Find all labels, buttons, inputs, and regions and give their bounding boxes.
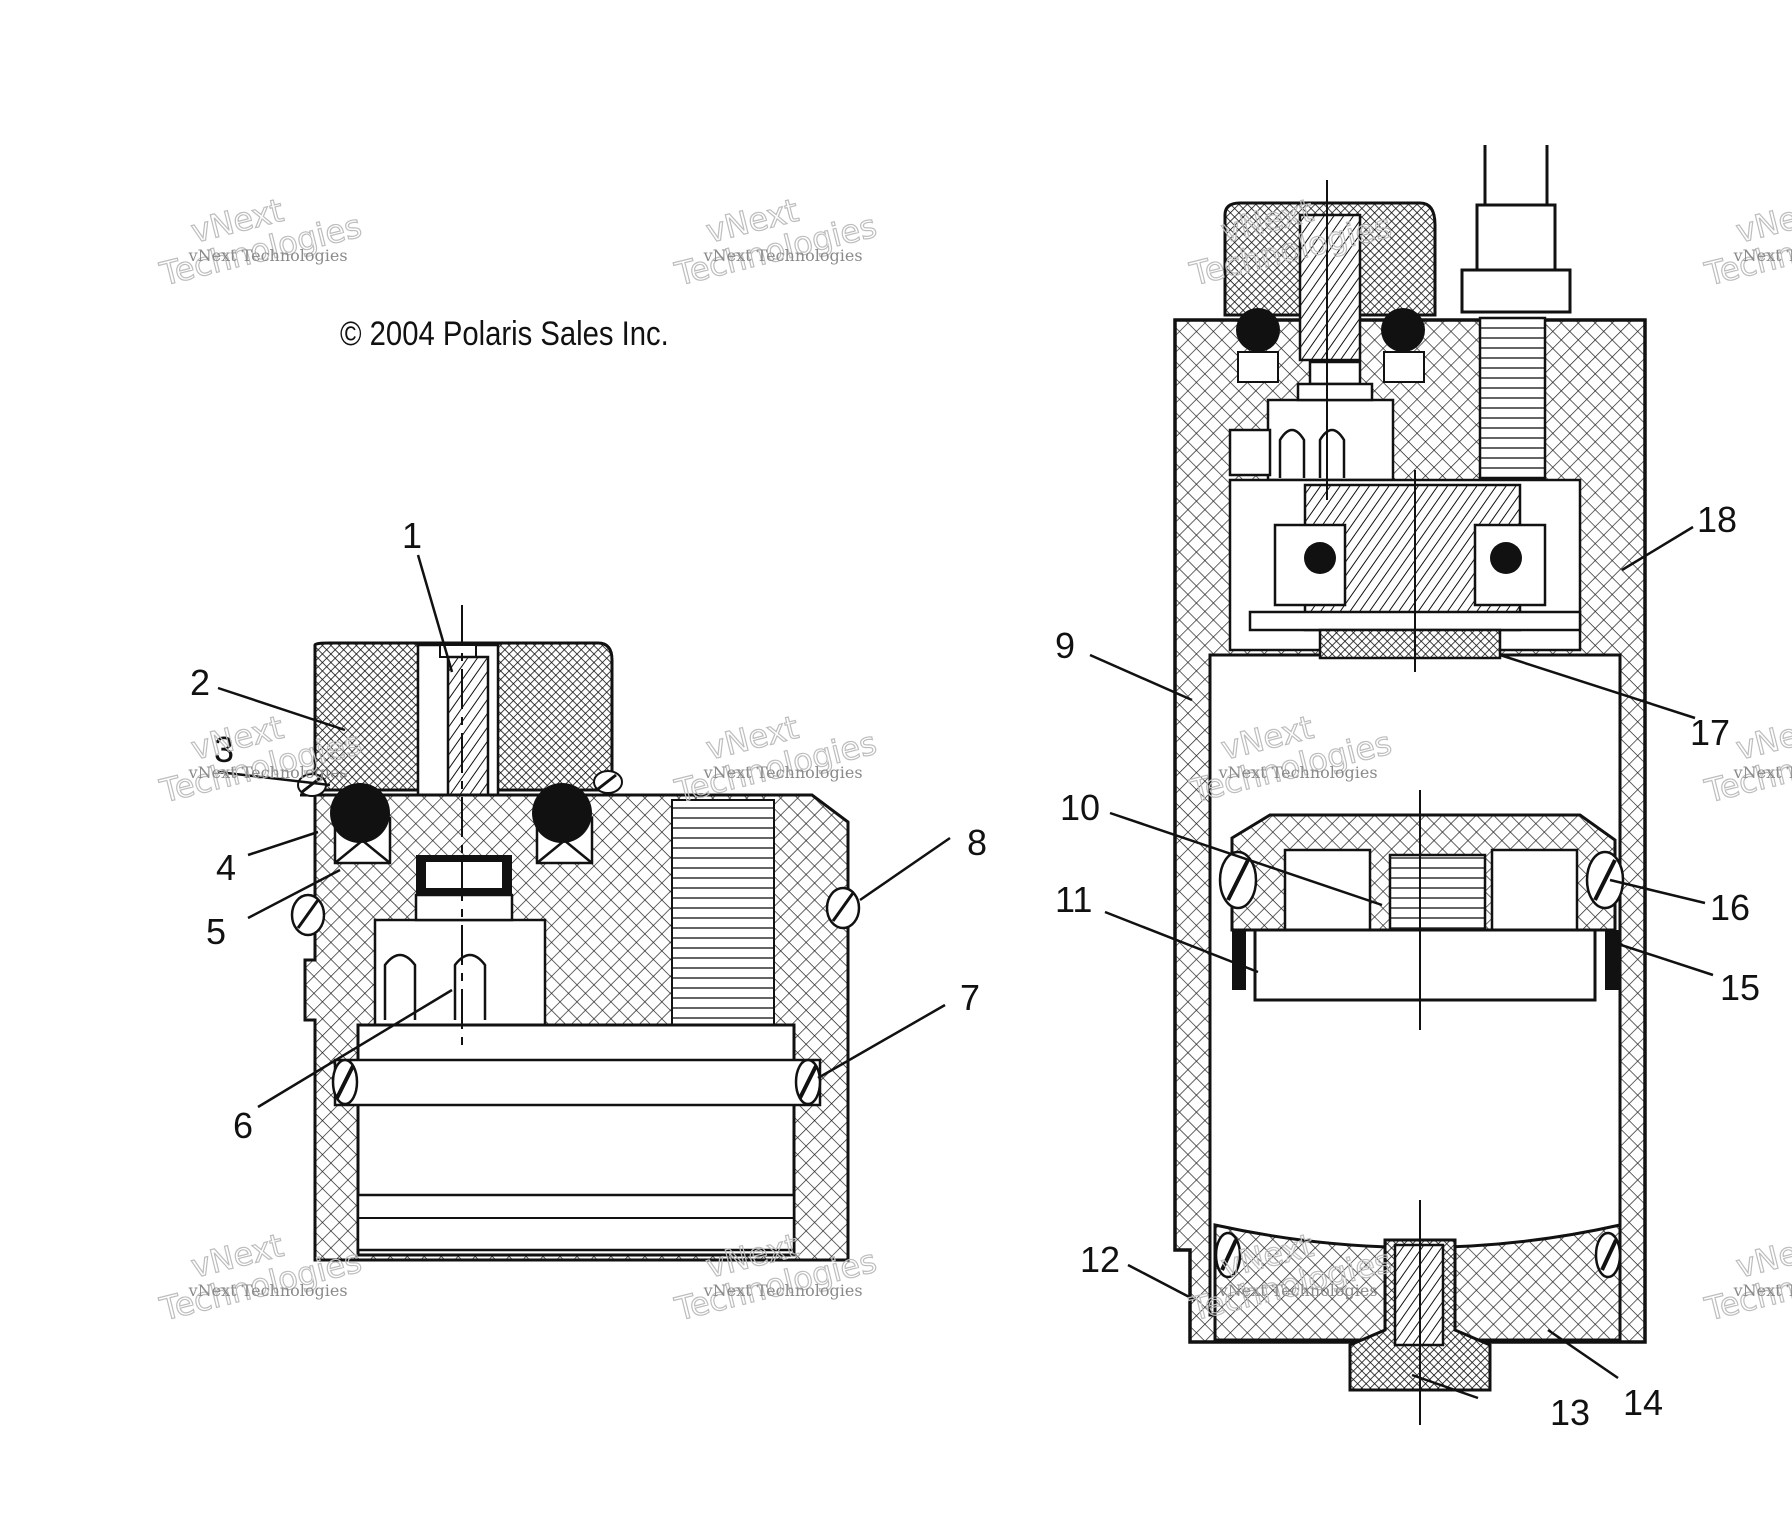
- watermark-2: vNext Technologies vNext Technologies: [670, 191, 881, 295]
- svg-text:vNext Technologies: vNext Technologies: [1218, 1281, 1378, 1300]
- svg-text:vNext Technologies: vNext Technologies: [188, 763, 348, 782]
- right-threaded-port: [1478, 316, 1547, 480]
- callout-6: 6: [233, 1105, 253, 1146]
- svg-text:vNext Technologies: vNext Technologies: [1218, 763, 1378, 782]
- callout-13: 13: [1550, 1392, 1590, 1433]
- callout-18: 18: [1697, 499, 1737, 540]
- watermark-5: vNext Technologies vNext Technologies: [155, 708, 366, 812]
- o-ring-left: [330, 783, 390, 843]
- svg-text:vNext Technologies: vNext Technologies: [188, 1281, 348, 1300]
- callout-15: 15: [1720, 967, 1760, 1008]
- right-assembly: [1173, 145, 1647, 1425]
- bearing-ball-right: [1490, 542, 1522, 574]
- leader-lines: [217, 525, 1714, 1400]
- callout-numbers: 1 2 3 4 5 6 7 8 9 10 11 12 13 14 15 16 1…: [190, 499, 1760, 1433]
- callout-16: 16: [1710, 887, 1750, 928]
- svg-text:vNext Technologies: vNext Technologies: [188, 246, 348, 265]
- callout-2: 2: [190, 662, 210, 703]
- callout-7: 7: [960, 977, 980, 1018]
- center-screw: [446, 655, 490, 799]
- callout-4: 4: [216, 847, 236, 888]
- watermark-4: vNext Technologies vNext Technologies: [1700, 191, 1792, 295]
- callout-17: 17: [1690, 712, 1730, 753]
- callout-14: 14: [1623, 1382, 1663, 1423]
- callout-9: 9: [1055, 625, 1075, 666]
- svg-text:vNext Technologies: vNext Technologies: [703, 1281, 863, 1300]
- watermark-12: vNext Technologies vNext Technologies: [1700, 1226, 1792, 1330]
- callout-11: 11: [1055, 879, 1092, 920]
- svg-text:vNext Technologies: vNext Technologies: [703, 246, 863, 265]
- svg-text:vNext Technologies: vNext Technologies: [1733, 763, 1792, 782]
- threaded-port: [671, 799, 775, 1026]
- callout-8: 8: [967, 822, 987, 863]
- left-assembly: [290, 605, 861, 1262]
- svg-text:vNext Technologies: vNext Technologies: [1733, 1281, 1792, 1300]
- copyright-text: © 2004 Polaris Sales Inc.: [340, 315, 669, 353]
- callout-5: 5: [206, 911, 226, 952]
- bearing-ball-left: [1304, 542, 1336, 574]
- callout-10: 10: [1060, 787, 1100, 828]
- watermark-1: vNext Technologies vNext Technologies: [155, 191, 366, 295]
- callout-12: 12: [1080, 1239, 1120, 1280]
- svg-text:vNext Technologies: vNext Technologies: [703, 763, 863, 782]
- o-ring-right: [532, 783, 592, 843]
- callout-1: 1: [402, 515, 422, 556]
- svg-text:vNext Technologies: vNext Technologies: [1733, 246, 1792, 265]
- callout-3: 3: [214, 729, 234, 770]
